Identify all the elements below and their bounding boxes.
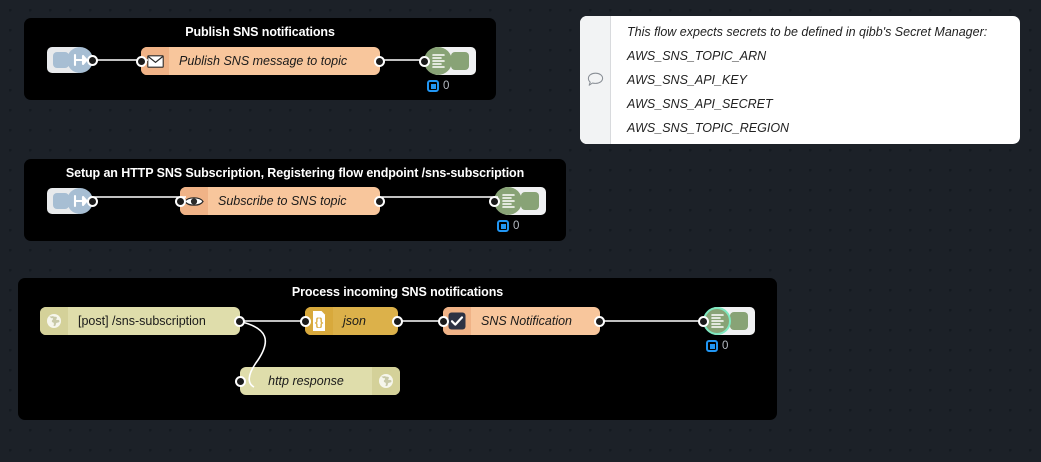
debug-toggle-fill: [709, 343, 715, 349]
inject-node-publish[interactable]: [47, 47, 98, 73]
comment-line: AWS_SNS_TOPIC_REGION: [627, 121, 790, 135]
debug-node-subscription[interactable]: 0: [489, 187, 546, 232]
http-response-label: http response: [268, 374, 344, 388]
inject-node-subscription[interactable]: [47, 188, 98, 214]
globe-icon: [372, 367, 400, 395]
group-subscription-title: Setup an HTTP SNS Subscription, Register…: [65, 166, 525, 180]
inject-output-port[interactable]: [87, 54, 98, 66]
inject-node-swatch: [53, 52, 69, 68]
sns-subscribe-label: Subscribe to SNS topic: [218, 194, 347, 208]
sns-publish-output-port[interactable]: [374, 55, 385, 67]
debug-toggle-fill: [500, 223, 506, 229]
speech-bubble-icon: [580, 16, 611, 144]
debug-input-port[interactable]: [698, 315, 709, 327]
switch-input-port[interactable]: [438, 315, 449, 327]
comment-node[interactable]: This flow expects secrets to be defined …: [580, 16, 1020, 144]
inject-output-port[interactable]: [87, 195, 98, 207]
envelope-icon: [141, 47, 169, 75]
globe-icon: [40, 307, 68, 335]
inject-node-swatch: [53, 193, 69, 209]
sns-publish-input-port[interactable]: [136, 55, 147, 67]
http-in-label: [post] /sns-subscription: [78, 314, 206, 328]
sns-notification-label: SNS Notification: [481, 314, 573, 328]
http-in-output-port[interactable]: [234, 315, 245, 327]
debug-node-process[interactable]: 0: [698, 307, 755, 352]
debug-node-swatch: [730, 312, 748, 330]
debug-input-port[interactable]: [419, 55, 430, 67]
debug-count-value: 0: [722, 340, 729, 352]
comment-text-block: This flow expects secrets to be defined …: [611, 16, 1020, 144]
http-response-input-port[interactable]: [235, 375, 246, 387]
http-in-node[interactable]: [post] /sns-subscription: [40, 307, 245, 335]
group-publish-title: Publish SNS notifications: [185, 25, 335, 39]
debug-count-value: 0: [443, 80, 450, 92]
json-label: json: [343, 314, 366, 328]
sns-subscribe-node[interactable]: Subscribe to SNS topic: [175, 187, 385, 215]
group-process-title: Process incoming SNS notifications: [291, 285, 504, 299]
svg-text:{}: {}: [315, 317, 324, 329]
debug-toggle-icon[interactable]: [706, 340, 718, 352]
debug-count-value: 0: [513, 220, 520, 232]
comment-line: AWS_SNS_TOPIC_ARN: [627, 49, 767, 63]
sns-notification-switch-node[interactable]: SNS Notification: [438, 307, 605, 335]
sns-publish-label: Publish SNS message to topic: [179, 54, 348, 68]
debug-node-swatch: [521, 192, 539, 210]
debug-toggle-icon[interactable]: [427, 80, 439, 92]
json-output-port[interactable]: [392, 315, 403, 327]
sns-subscribe-input-port[interactable]: [175, 195, 186, 207]
comment-line: This flow expects secrets to be defined …: [627, 25, 988, 39]
json-input-port[interactable]: [300, 315, 311, 327]
debug-count-badge[interactable]: 0: [706, 340, 728, 352]
debug-toggle-icon[interactable]: [497, 220, 509, 232]
switch-output-port[interactable]: [594, 315, 605, 327]
comment-line: AWS_SNS_API_KEY: [627, 73, 747, 87]
sns-subscribe-output-port[interactable]: [374, 195, 385, 207]
group-process[interactable]: Process incoming SNS notifications: [18, 278, 777, 420]
sns-publish-node[interactable]: Publish SNS message to topic: [136, 47, 385, 75]
debug-count-badge[interactable]: 0: [497, 220, 519, 232]
debug-node-publish[interactable]: 0: [419, 47, 476, 92]
debug-count-badge[interactable]: 0: [427, 80, 449, 92]
debug-input-port[interactable]: [489, 195, 500, 207]
debug-toggle-fill: [430, 83, 436, 89]
http-response-node[interactable]: http response: [235, 367, 400, 395]
comment-line: AWS_SNS_API_SECRET: [627, 97, 773, 111]
json-node[interactable]: {} json: [300, 307, 403, 335]
debug-node-swatch: [451, 52, 469, 70]
